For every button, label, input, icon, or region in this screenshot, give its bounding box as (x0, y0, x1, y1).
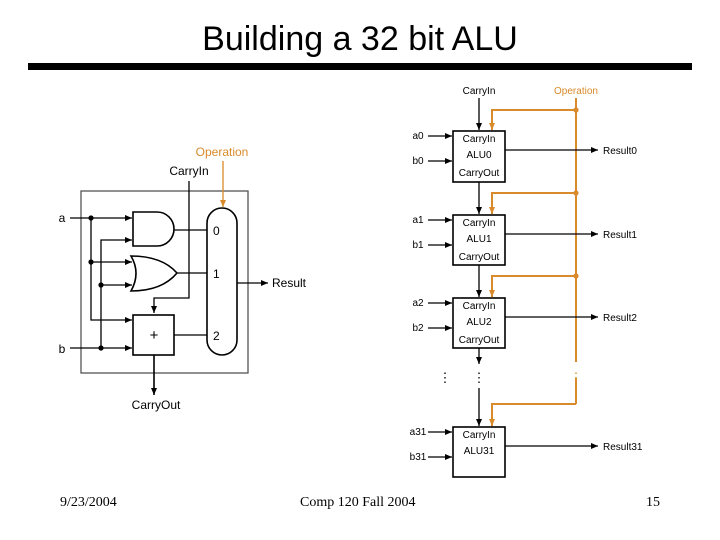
operation-tap-2 (489, 275, 576, 297)
adder-symbol: + (150, 327, 159, 344)
carry-in-label: CarryIn (169, 164, 208, 178)
alu-stage-box (452, 297, 506, 349)
stage-carry-out-label: CarryOut (459, 252, 500, 263)
multiplexor (206, 207, 238, 356)
operation-junction (573, 190, 579, 196)
stage-name: ALU2 (466, 317, 491, 328)
b-to-and-wire (100, 237, 132, 348)
title-divider (28, 63, 692, 70)
stage-carry-in-label: CarryIn (463, 301, 496, 312)
one-bit-alu-frame (80, 190, 249, 374)
ripple-carry-alu: CarryIn Operation ⋮ ⋮ ⋮ CarryInALU0Carry… (410, 86, 643, 478)
stage-input-b-label: b1 (412, 240, 424, 251)
stage-input-a-label: a0 (412, 131, 424, 142)
alu-stage-box (452, 130, 506, 183)
operation-junction (573, 273, 579, 279)
carry-out-label: CarryOut (132, 398, 181, 412)
operation-tap-1 (489, 192, 576, 214)
operation-junction (573, 107, 579, 113)
stage-carry-in-label: CarryIn (463, 430, 496, 441)
stage-carry-in-label: CarryIn (463, 218, 496, 229)
and-gate (132, 211, 175, 247)
ripple-operation-label: Operation (554, 86, 598, 97)
stage-carry-out-label: CarryOut (459, 335, 500, 346)
footer-date: 9/23/2004 (60, 495, 117, 510)
stage-name: ALU1 (466, 234, 491, 245)
stage-carry-out-label: CarryOut (459, 168, 500, 179)
operation-label: Operation (196, 145, 249, 159)
or-gate (129, 255, 179, 292)
operation-tap-31 (489, 403, 576, 426)
stage-input-a-label: a1 (412, 215, 424, 226)
stage-input-b-label: b2 (412, 323, 424, 334)
stage-input-b-label: b0 (412, 156, 424, 167)
input-b-label: b (59, 342, 66, 356)
slide-title: Building a 32 bit ALU (202, 20, 518, 58)
stage-result-label: Result2 (603, 313, 637, 324)
carry-in-wire (151, 181, 190, 313)
operation-tap-0 (489, 109, 576, 130)
mux-input-1: 1 (213, 267, 220, 281)
stage-name: ALU31 (464, 446, 495, 457)
a-to-adder-wire (90, 218, 132, 323)
ripple-carry-in-label: CarryIn (463, 86, 496, 97)
input-ellipsis: ⋮ (439, 370, 452, 385)
carry-ellipsis: ⋮ (473, 370, 486, 385)
stage-input-a-label: a2 (412, 298, 424, 309)
result-label: Result (272, 276, 307, 290)
mux-input-0: 0 (213, 224, 220, 238)
stage-input-b-label: b31 (410, 452, 427, 463)
stage-result-label: Result31 (603, 442, 643, 453)
one-bit-alu: Operation CarryIn a b + CarryOut (59, 145, 307, 412)
alu-stage-box (452, 426, 506, 478)
stage-name: ALU0 (466, 150, 491, 161)
alu-stage-box (452, 214, 506, 266)
input-a-label: a (59, 211, 66, 225)
stage-result-label: Result0 (603, 146, 637, 157)
footer-page-number: 15 (646, 495, 660, 510)
mux-input-2: 2 (213, 329, 220, 343)
stage-input-a-label: a31 (410, 427, 427, 438)
footer-course: Comp 120 Fall 2004 (300, 495, 416, 510)
stage-carry-in-label: CarryIn (463, 134, 496, 145)
stage-result-label: Result1 (603, 230, 637, 241)
operation-ellipsis: ⋮ (570, 370, 583, 385)
